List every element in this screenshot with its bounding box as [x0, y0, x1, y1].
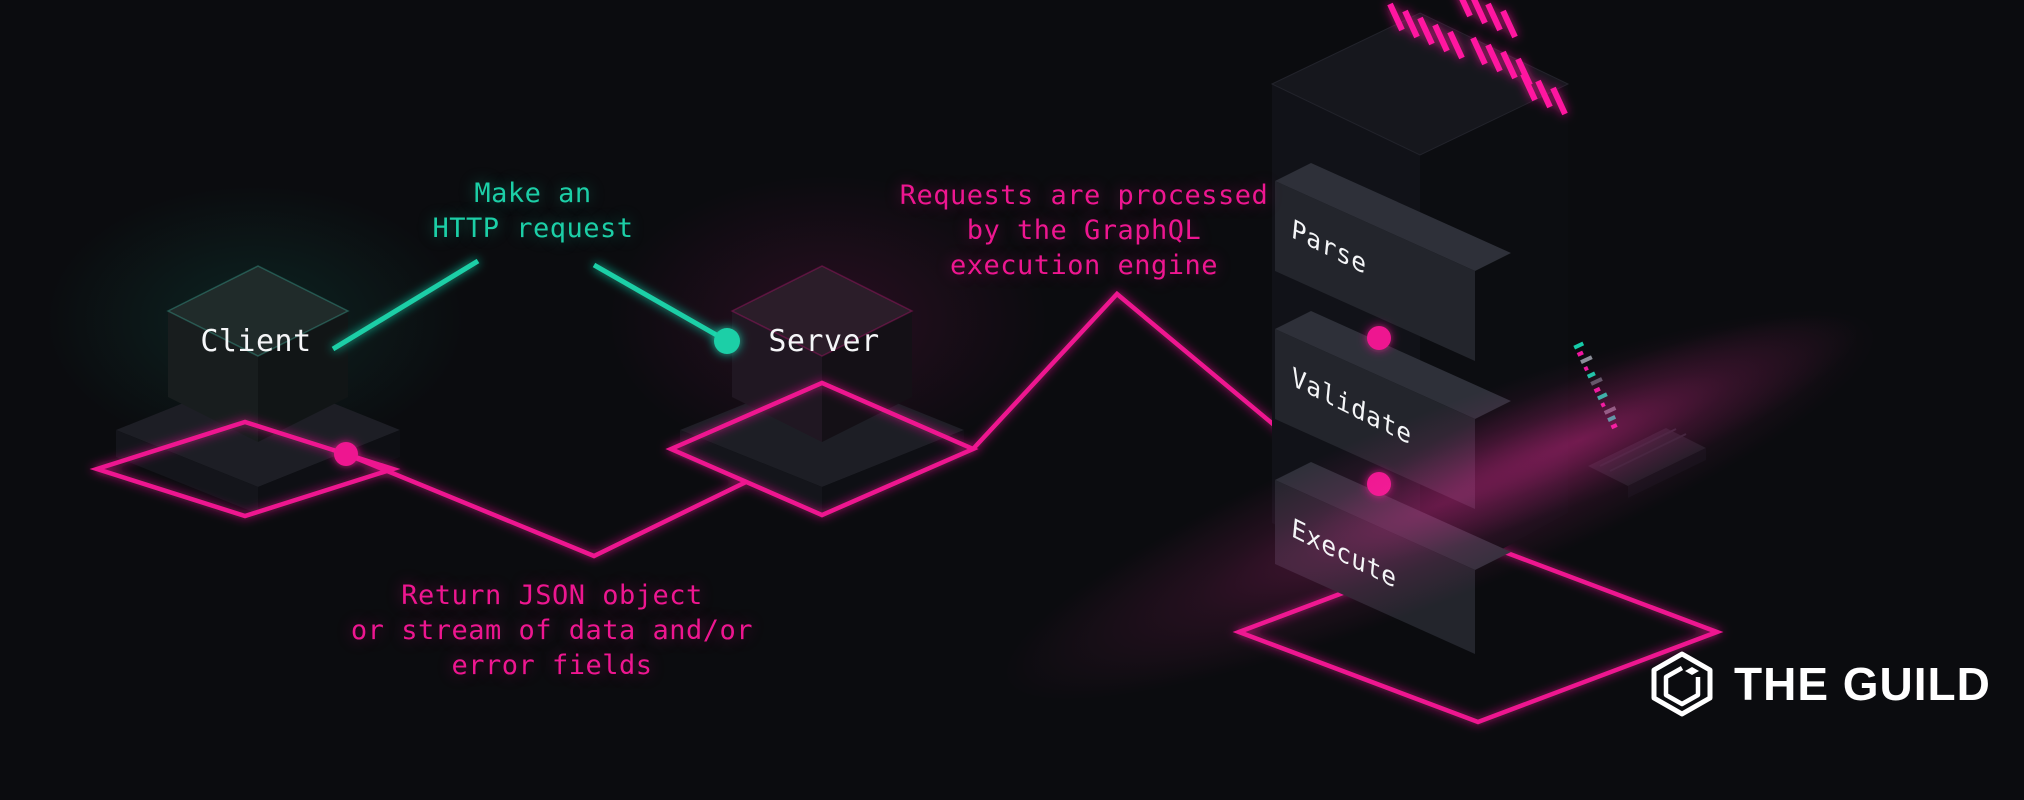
engine-step-parse: [1275, 163, 1511, 361]
request-path: [331, 258, 729, 352]
request-note: Make an HTTP request: [432, 178, 634, 244]
engine-note: Requests are processed by the GraphQL ex…: [899, 180, 1269, 281]
client-label: Client: [200, 324, 312, 359]
guild-logo-icon: [1651, 651, 1713, 717]
brand-name: THE GUILD: [1734, 658, 1991, 710]
brand-lockup: THE GUILD: [1648, 650, 1991, 718]
engine-line: [971, 290, 1342, 482]
tower-top-face: [1270, 12, 1570, 156]
client-base-diamond: [89, 419, 401, 519]
response-connector-dot: [334, 442, 358, 466]
response-line: [345, 451, 747, 559]
server-node: [680, 265, 964, 514]
led-bars-icon: [1387, 0, 1568, 116]
response-note: Return JSON object or stream of data and…: [350, 580, 754, 681]
pink-beam: [1002, 309, 1878, 701]
request-connector-dot: [714, 328, 740, 354]
server-label: Server: [768, 324, 880, 359]
